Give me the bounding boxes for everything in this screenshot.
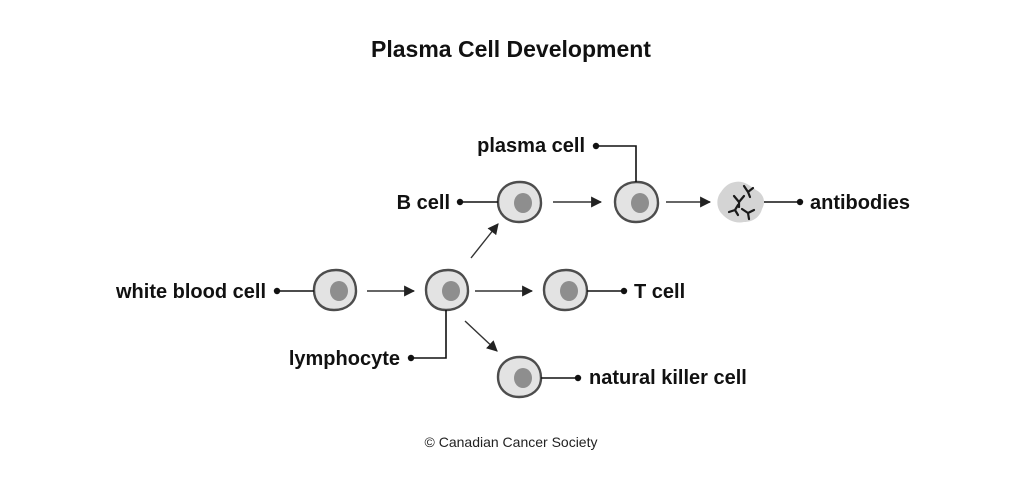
arrow-lymphocyte-to-b-cell xyxy=(470,223,499,259)
leader-t-cell xyxy=(587,287,628,295)
natural-killer-cell xyxy=(496,355,543,399)
copyright-credit: © Canadian Cancer Society xyxy=(425,434,598,450)
leader-plasma-cell xyxy=(592,142,637,182)
t-cell xyxy=(542,268,589,312)
antibodies-icon xyxy=(717,181,764,223)
b-cell xyxy=(496,180,543,224)
lymphocyte-cell xyxy=(424,268,470,312)
arrow-lymphocyte-to-nk-cell xyxy=(464,320,498,352)
label-white-blood-cell: white blood cell xyxy=(115,281,266,303)
label-antibodies: antibodies xyxy=(810,192,910,214)
label-b-cell: B cell xyxy=(397,192,450,214)
label-natural-killer-cell: natural killer cell xyxy=(589,367,747,389)
label-t-cell: T cell xyxy=(634,281,685,303)
label-lymphocyte: lymphocyte xyxy=(289,348,400,370)
plasma-cell xyxy=(613,180,660,224)
leader-b-cell xyxy=(456,198,498,206)
leader-antibodies xyxy=(764,198,804,206)
leader-natural-killer-cell xyxy=(541,374,582,382)
diagram-title: Plasma Cell Development xyxy=(371,36,651,62)
white-blood-cell xyxy=(312,268,358,312)
leader-lymphocyte xyxy=(407,310,447,362)
label-plasma-cell: plasma cell xyxy=(477,135,585,157)
leader-white-blood-cell xyxy=(273,287,314,295)
